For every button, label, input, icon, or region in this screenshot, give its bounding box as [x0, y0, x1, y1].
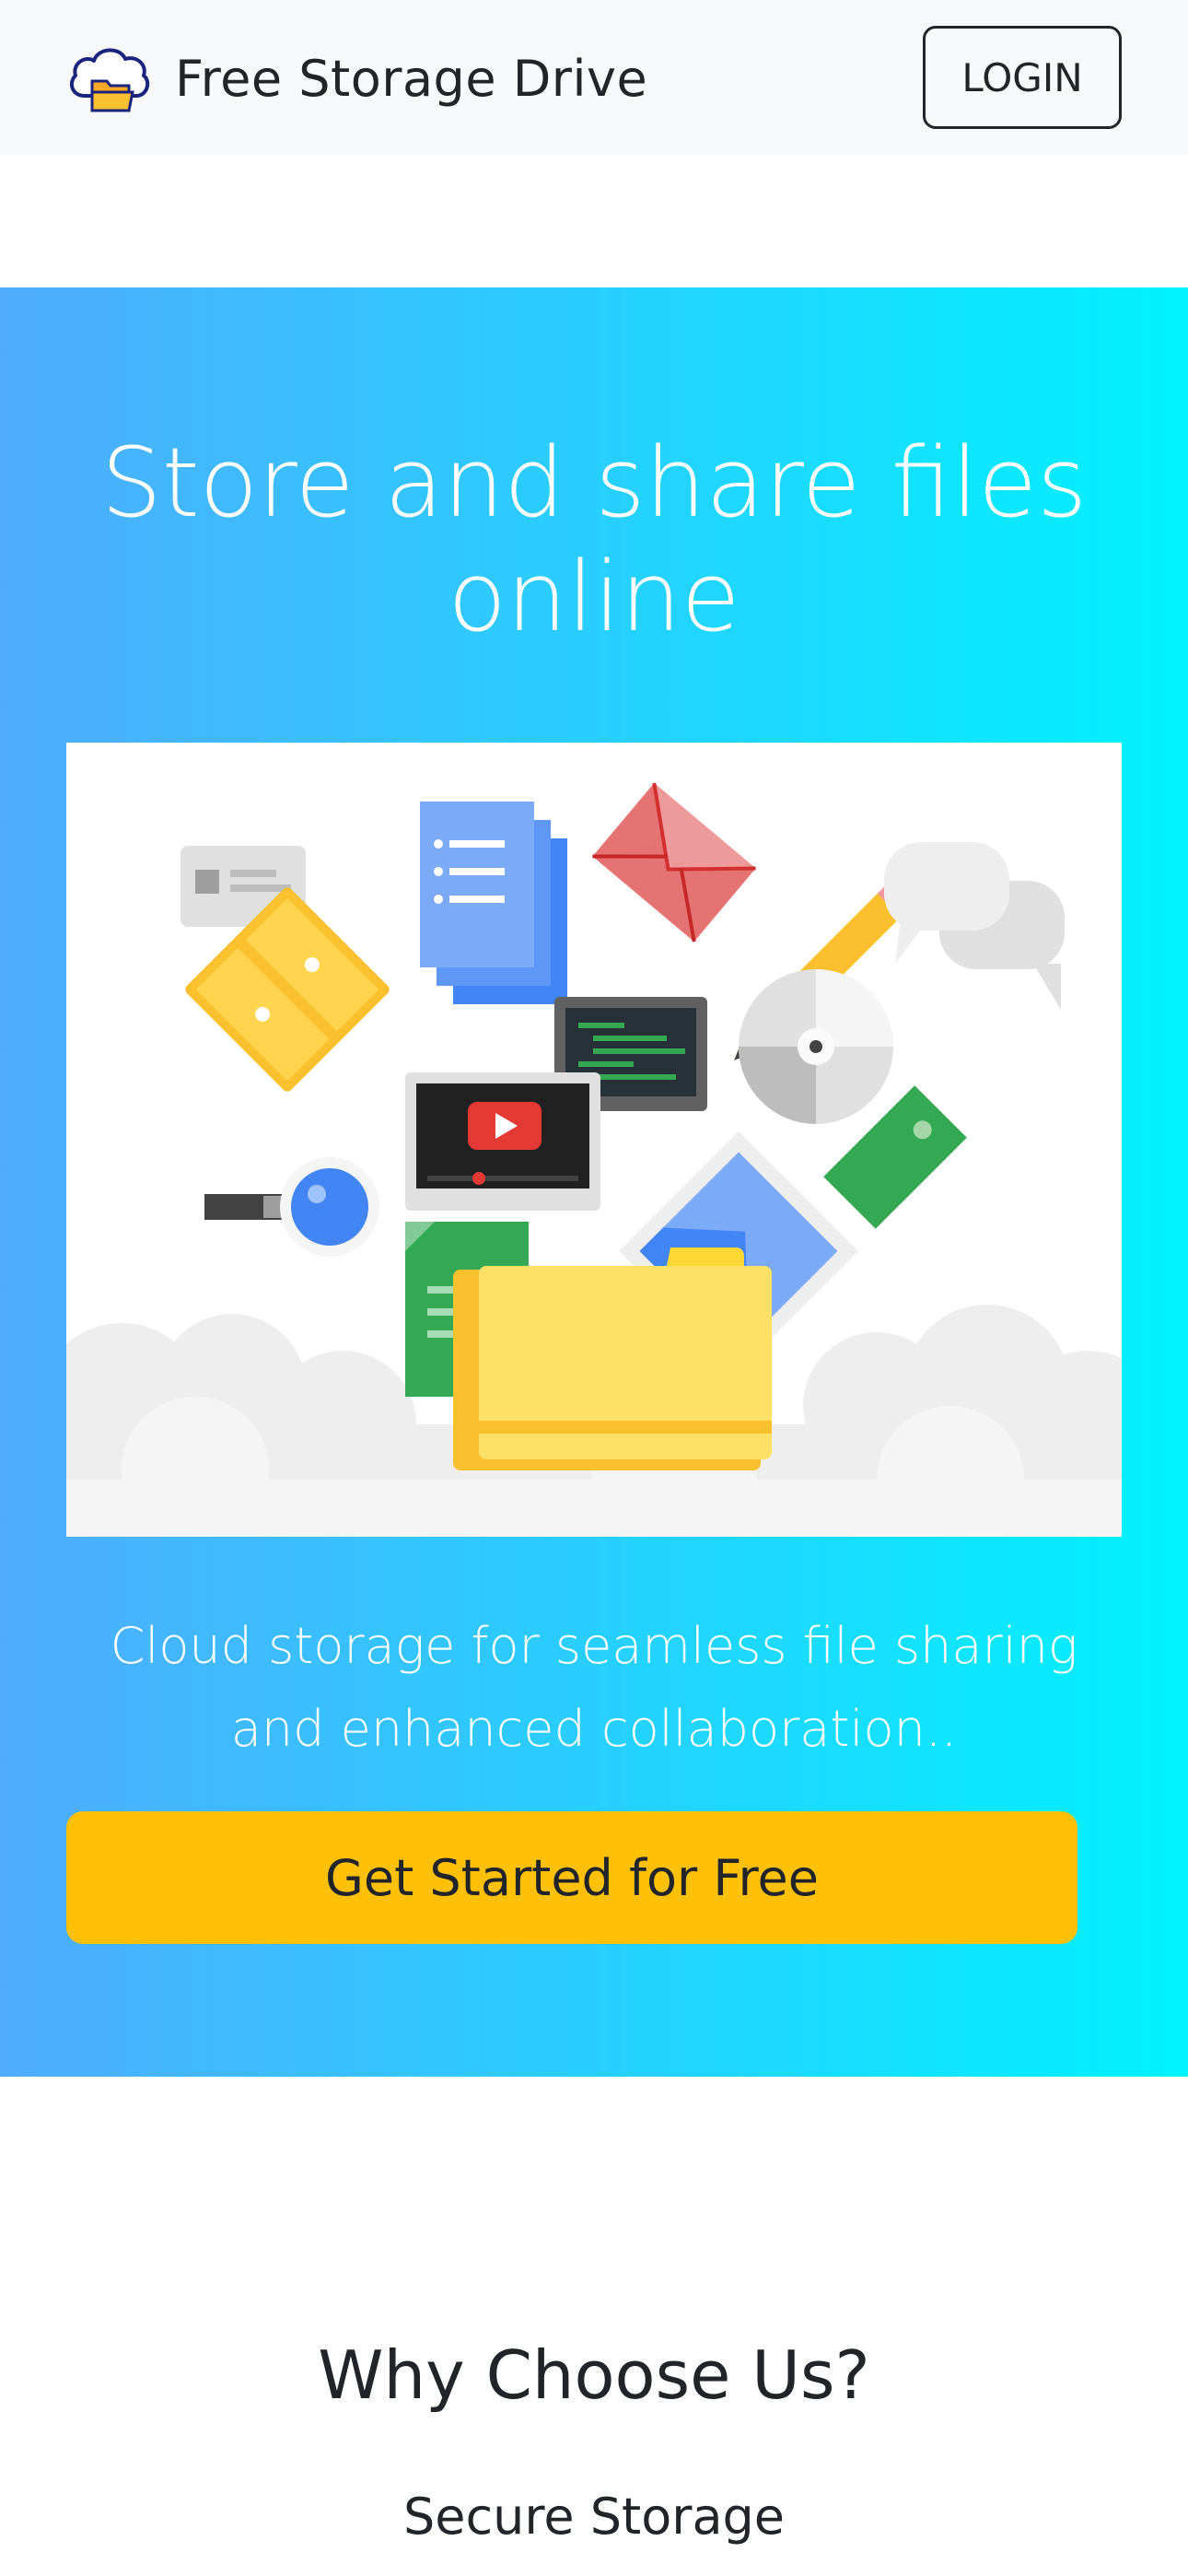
- brand[interactable]: Free Storage Drive: [64, 37, 647, 120]
- get-started-button[interactable]: Get Started for Free: [66, 1811, 1077, 1944]
- drawer-icon: [185, 887, 390, 1092]
- chat-bubbles-icon: [884, 842, 1065, 1010]
- envelope-icon: [592, 782, 756, 943]
- tag-icon: [823, 1085, 967, 1229]
- hero-title: Store and share files online: [100, 427, 1088, 653]
- hero-subtitle: Cloud storage for seamless file sharing …: [110, 1617, 1078, 1758]
- login-button[interactable]: LOGIN: [923, 26, 1122, 129]
- cloud-files-illustration: [66, 743, 1122, 1537]
- disc-icon: [739, 969, 893, 1124]
- brand-name: Free Storage Drive: [175, 49, 648, 108]
- feature-title-secure-storage: Secure Storage: [402, 2488, 786, 2546]
- why-choose-us-title: Why Choose Us?: [318, 2336, 870, 2414]
- video-player-icon: [405, 1072, 600, 1211]
- cloud-folder-icon: [69, 48, 150, 112]
- folder-icon: [453, 1247, 772, 1470]
- hero-section: Store and share files online: [0, 287, 1188, 2077]
- documents-icon: [420, 802, 567, 1004]
- navbar: Free Storage Drive LOGIN: [0, 0, 1188, 155]
- magnifier-icon: [204, 1157, 379, 1257]
